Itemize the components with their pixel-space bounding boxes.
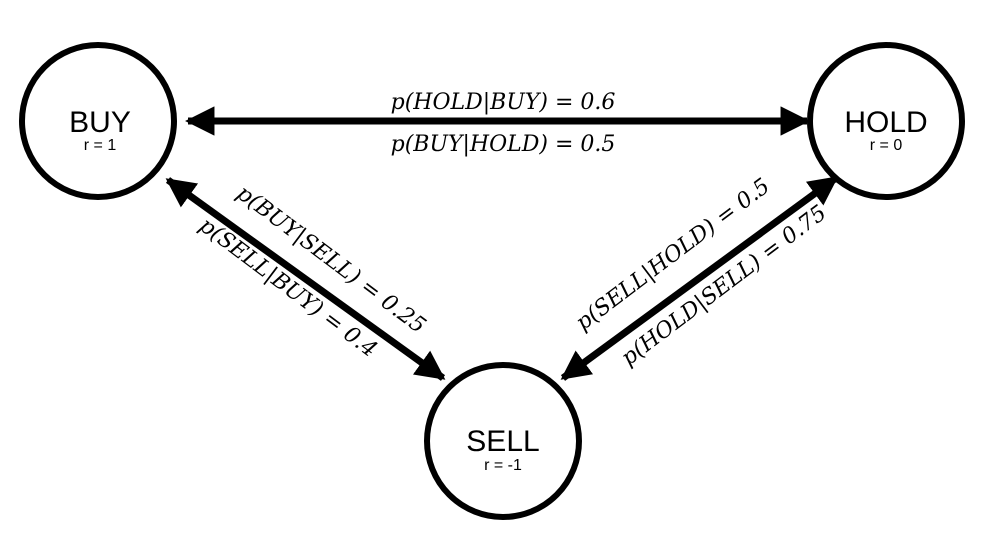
node-hold-reward: r = 0 [870,137,903,154]
label-buy-given-hold: p(BUY|HOLD) = 0.5 [391,132,616,157]
node-buy-label: BUY [69,106,131,139]
node-sell: SELL r = -1 [424,362,582,520]
edge-hold-sell [560,175,839,381]
node-hold: HOLD r = 0 [807,42,965,200]
node-hold-label: HOLD [844,106,927,139]
edge-buy-sell [165,177,446,381]
label-hold-given-buy: p(HOLD|BUY) = 0.6 [391,90,616,115]
node-buy-reward: r = 1 [84,137,117,154]
node-sell-reward: r = -1 [484,457,522,474]
node-buy: BUY r = 1 [19,42,177,200]
node-sell-label: SELL [466,425,539,458]
